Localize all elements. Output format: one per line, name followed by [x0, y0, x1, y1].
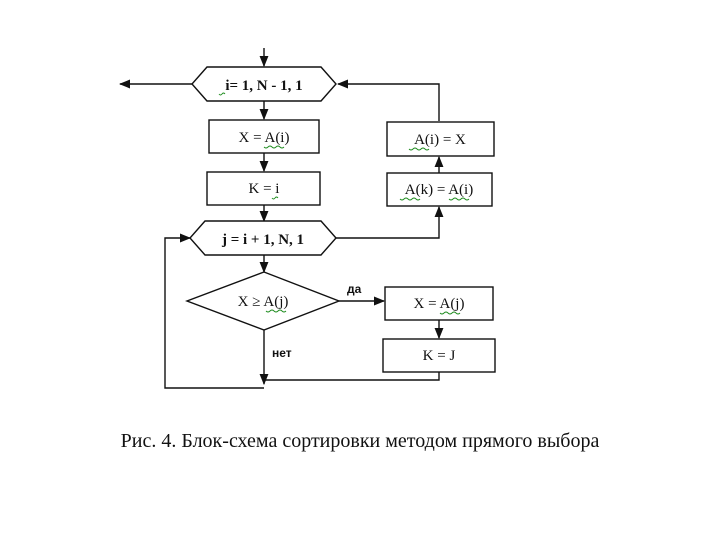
k-assign-text: K = i — [249, 181, 280, 197]
ak-assign-text: A(k) = A(i) — [405, 182, 473, 198]
outer-loop-return — [336, 79, 440, 121]
k-assign-block: K = i — [206, 171, 321, 206]
k-assign2-text: K = J — [423, 348, 456, 364]
k-assign2-block: K = J — [382, 338, 496, 373]
loop-i-text: i= 1, N - 1, 1 — [225, 78, 302, 94]
connectors — [118, 48, 444, 389]
x-assign2-text: X = A(j) — [414, 296, 465, 312]
x-assign-block: X = A(i) — [208, 119, 320, 154]
loop-j-block: j = i + 1, N, 1 — [189, 220, 337, 256]
x-assign2-block: X = A(j) — [384, 286, 494, 321]
yes-merge-line — [264, 372, 440, 381]
loop-i-block: i= 1, N - 1, 1 — [191, 66, 337, 102]
ai-assign-block: A(i) = X — [386, 121, 495, 157]
yes-label: да — [347, 282, 362, 296]
ai-assign-text: A(i) = X — [414, 132, 466, 148]
ak-assign-block: A(k) = A(i) — [386, 172, 493, 207]
no-label: нет — [272, 346, 292, 360]
loop-j-text: j = i + 1, N, 1 — [221, 232, 304, 248]
figure-caption: Рис. 4. Блок-схема сортировки методом пр… — [121, 430, 600, 452]
condition-text: X ≥ A(j) — [238, 294, 289, 310]
condition-block: X ≥ A(j) — [185, 271, 341, 331]
inner-loop-exit — [336, 205, 444, 239]
inner-loop-return — [164, 233, 264, 389]
x-assign-text: X = A(i) — [239, 130, 290, 146]
